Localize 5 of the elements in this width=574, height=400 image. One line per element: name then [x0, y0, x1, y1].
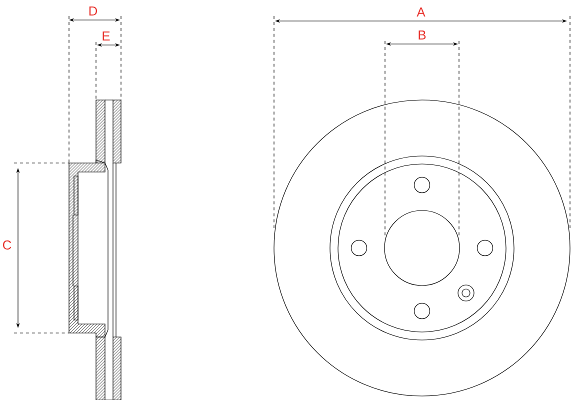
dimension-label: D	[89, 6, 98, 16]
dimension-label: E	[102, 32, 110, 40]
dimension-label: C	[2, 240, 12, 250]
dimension-label: A	[416, 8, 426, 16]
dimension-label: B	[418, 30, 426, 40]
